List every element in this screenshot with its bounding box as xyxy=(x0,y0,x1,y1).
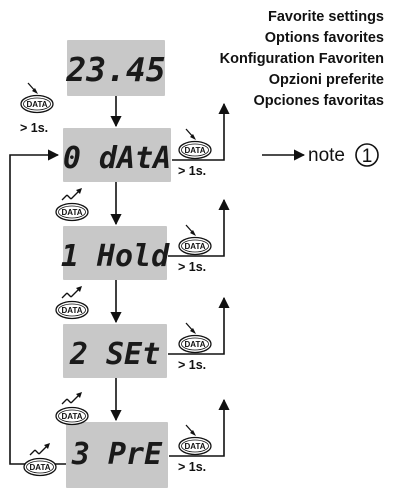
exit-arrow-3 xyxy=(168,296,230,355)
hold-label-4: > 1s. xyxy=(178,460,206,474)
data-button-next-1-label: DATA xyxy=(61,208,82,217)
data-button-hold-4: DATA xyxy=(178,424,212,456)
lcd-display-data: 0 dAtA xyxy=(63,128,171,182)
exit-arrow-1 xyxy=(172,102,230,161)
title-english: Favorite settings xyxy=(268,9,384,25)
lcd-display-value: 23.45 xyxy=(65,40,166,96)
lcd-hold-text: 1 Hold xyxy=(61,239,170,274)
title-french: Options favorites xyxy=(265,30,384,46)
data-button-hold-3: DATA xyxy=(178,322,212,354)
hold-label-1: > 1s. xyxy=(178,164,206,178)
hold-label-2: > 1s. xyxy=(178,260,206,274)
note-label: note xyxy=(308,145,345,166)
data-button-hold-1: DATA xyxy=(178,128,212,160)
data-button-hold-2-label: DATA xyxy=(184,242,205,251)
data-button-next-1: DATA xyxy=(55,187,89,222)
data-button-hold-1-label: DATA xyxy=(184,146,205,155)
data-button-loop: DATA xyxy=(23,442,57,477)
note-number: 1 xyxy=(362,146,373,167)
lcd-display-pre: 3 PrE xyxy=(66,422,168,488)
lcd-pre-text: 3 PrE xyxy=(71,437,163,472)
enter-hold-label: > 1s. xyxy=(20,121,48,135)
data-button-next-2-label: DATA xyxy=(61,306,82,315)
lcd-set-text: 2 SEt xyxy=(69,337,160,372)
note-number-circle xyxy=(355,143,379,167)
data-button-next-3: DATA xyxy=(55,391,89,426)
hold-label-3: > 1s. xyxy=(178,358,206,372)
data-button-loop-label: DATA xyxy=(29,463,50,472)
data-button-enter: DATA xyxy=(20,82,54,114)
data-button-hold-2: DATA xyxy=(178,224,212,256)
exit-arrow-4 xyxy=(169,398,230,457)
lcd-display-hold: 1 Hold xyxy=(61,226,170,280)
lcd-display-set: 2 SEt xyxy=(63,324,167,378)
exit-arrow-2 xyxy=(168,198,230,257)
data-button-hold-3-label: DATA xyxy=(184,340,205,349)
lcd-value-text: 23.45 xyxy=(65,50,165,89)
title-german: Konfiguration Favoriten xyxy=(220,51,384,67)
data-button-hold-4-label: DATA xyxy=(184,442,205,451)
lcd-data-text: 0 dAtA xyxy=(63,141,171,176)
data-button-next-3-label: DATA xyxy=(61,412,82,421)
data-button-next-2: DATA xyxy=(55,285,89,320)
data-button-enter-label: DATA xyxy=(26,100,47,109)
title-italian: Opzioni preferite xyxy=(269,72,384,88)
title-spanish: Opciones favoritas xyxy=(253,93,384,109)
